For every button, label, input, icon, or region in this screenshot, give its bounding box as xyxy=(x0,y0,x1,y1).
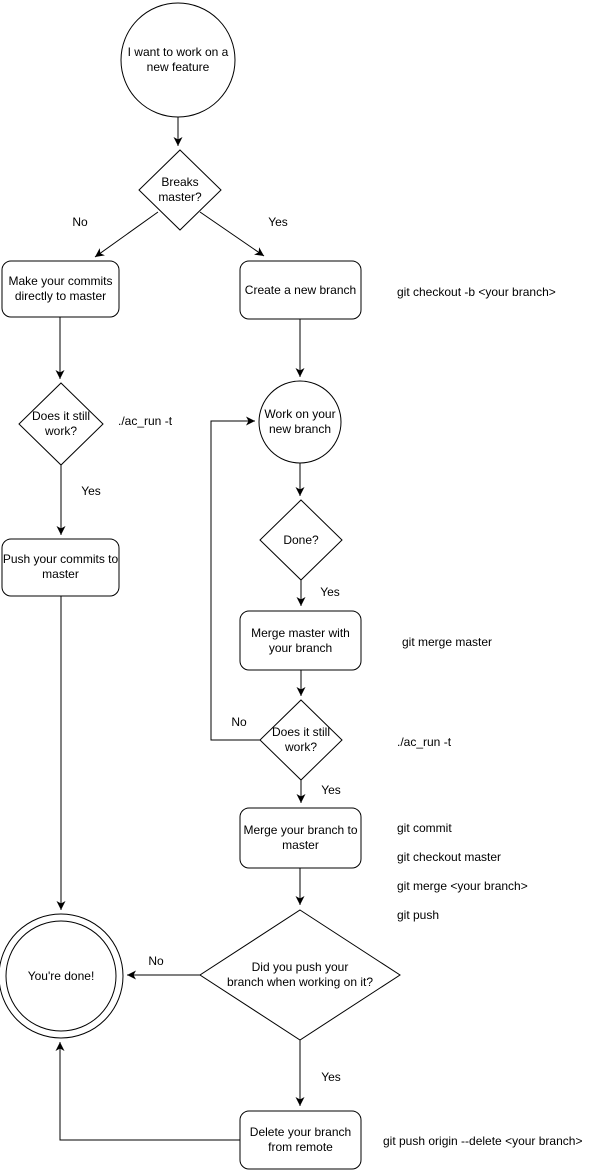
edge-label-no-loop: No xyxy=(231,715,247,729)
annotation-line-git-merge-branch: git merge <your branch> xyxy=(397,878,528,893)
delete-branch-rect-shape xyxy=(239,1110,362,1170)
annotation-line-git-checkout-master: git checkout master xyxy=(397,849,502,864)
annotation-git-merge-master: git merge master xyxy=(402,635,493,649)
breaks-master-diamond-shape xyxy=(138,149,222,231)
make-commits-rect-shape xyxy=(1,260,120,318)
done-diamond-shape xyxy=(259,499,343,581)
edge-delete-to-done-circle xyxy=(55,1042,240,1141)
edge-label-no-breaks: No xyxy=(72,215,88,229)
annotation-git-push-delete: git push origin --delete <your branch> xyxy=(383,1134,583,1148)
delete-branch-label: Delete your branch from remote xyxy=(249,1125,352,1154)
did-you-push-label: Did you push your branch when working on… xyxy=(226,960,374,989)
does-it-work-1-label: Does it still work? xyxy=(31,409,90,438)
annotation-line-git-push: git push xyxy=(397,907,440,922)
did-you-push-diamond-shape xyxy=(199,909,401,1041)
youre-done-inner-circle-shape xyxy=(5,920,117,1032)
annotation-git-checkout: git checkout -b <your branch> xyxy=(397,285,556,299)
done-label: Done? xyxy=(283,533,319,547)
edge-label-yes-pushed: Yes xyxy=(321,1070,341,1084)
push-commits-label: Push your commits to master xyxy=(2,552,119,581)
edge-breaks-yes xyxy=(199,211,265,257)
edge-label-yes-breaks: Yes xyxy=(268,215,288,229)
create-branch-label: Create a new branch xyxy=(244,283,357,297)
edge-label-yes-done: Yes xyxy=(320,585,340,599)
does-it-work-2-diamond-shape xyxy=(259,699,343,781)
annotation-ac-run-1: ./ac_run -t xyxy=(118,414,173,428)
push-commits-rect-shape xyxy=(1,538,120,597)
does-it-work-1-diamond-shape xyxy=(18,382,104,466)
work-branch-label: Work on your new branch xyxy=(264,407,336,436)
create-branch-rect-shape xyxy=(239,260,362,320)
edge-breaks-no xyxy=(94,211,159,258)
work-branch-circle-shape xyxy=(258,380,342,464)
merge-master-label: Merge master with your branch xyxy=(251,626,350,655)
edge-label-yes-still-works-2: Yes xyxy=(321,783,341,797)
breaks-master-label: Breaks master? xyxy=(158,175,202,204)
annotation-line-git-commit: git commit xyxy=(397,820,452,835)
merge-branch-rect-shape xyxy=(239,807,362,869)
does-it-work-2-label: Does it still work? xyxy=(271,725,330,754)
edge-does2-no-loop xyxy=(210,416,260,741)
start-node-label: I want to work on a new feature xyxy=(127,45,229,74)
start-node-shape xyxy=(120,2,236,118)
youre-done-label: You're done! xyxy=(27,969,95,983)
make-commits-label: Make your commits directly to master xyxy=(8,274,113,303)
edge-label-yes-still-works-1: Yes xyxy=(81,484,101,498)
edge-label-no-pushed: No xyxy=(148,954,164,968)
annotation-merge-branch-commands: git commit git checkout master git merge… xyxy=(397,806,528,937)
merge-master-rect-shape xyxy=(239,610,362,671)
merge-branch-label: Merge your branch to master xyxy=(243,823,358,852)
annotation-ac-run-2: ./ac_run -t xyxy=(397,735,452,749)
